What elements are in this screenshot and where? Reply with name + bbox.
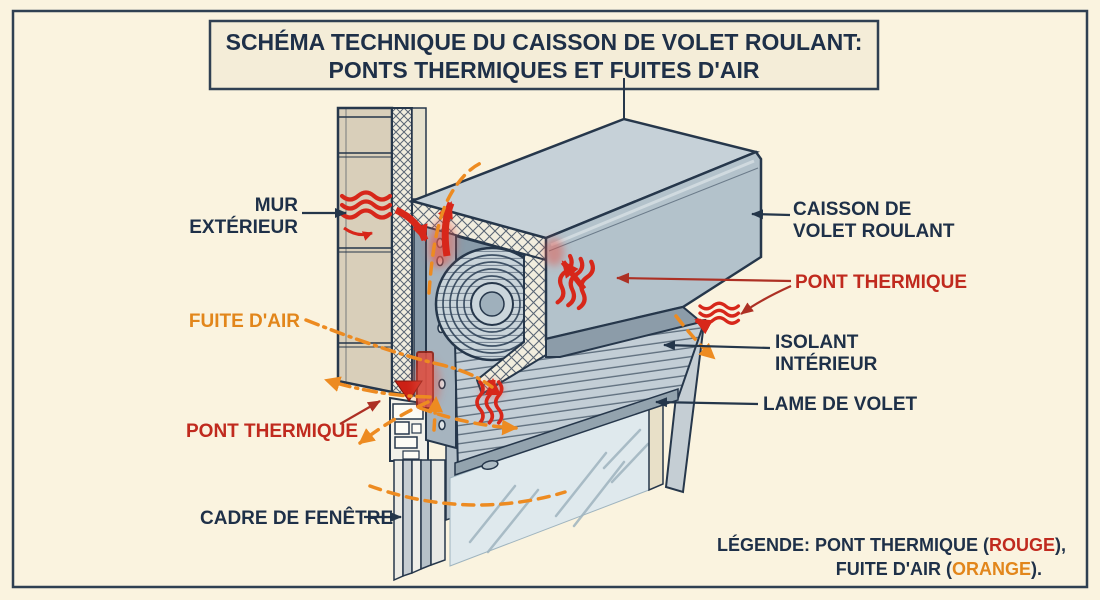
air-leak-arrow — [674, 314, 716, 360]
label-isolant-l2: INTÉRIEUR — [775, 353, 878, 375]
page-title-line1: SCHÉMA TECHNIQUE DU CAISSON DE VOLET ROU… — [226, 28, 863, 55]
heat-arrow — [343, 226, 373, 241]
label-fuite-dair: FUITE D'AIR — [189, 311, 300, 332]
thermal-arrows — [343, 201, 713, 395]
label-lame-de-volet: LAME DE VOLET — [763, 394, 918, 415]
label-mur-exterieur-l1: MUR — [255, 195, 299, 216]
legend-line2: FUITE D'AIR (ORANGE). — [836, 559, 1042, 579]
heat-arrow — [394, 206, 429, 242]
reveal-strip — [648, 402, 664, 492]
page-border — [11, 9, 1089, 589]
air-leak-arrow — [324, 376, 432, 399]
label-pont-thermique-right: PONT THERMIQUE — [795, 272, 967, 293]
label-cadre-de-fenetre: CADRE DE FENÊTRE — [200, 507, 393, 529]
diagram-labels: MUR EXTÉRIEUR CAISSON DE VOLET ROULANT P… — [186, 195, 967, 529]
label-caisson-l1: CAISSON DE — [793, 199, 911, 220]
title-box: SCHÉMA TECHNIQUE DU CAISSON DE VOLET ROU… — [208, 19, 880, 91]
pont-thermique-connector — [616, 272, 792, 284]
interior-finish-strip — [411, 107, 427, 200]
air-leak-arrow — [358, 400, 430, 445]
exterior-wall — [336, 106, 394, 394]
label-caisson-l2: VOLET ROULANT — [793, 221, 955, 242]
isolant-connector — [663, 340, 771, 351]
heat-arrow — [694, 317, 713, 335]
caisson-connector — [751, 209, 791, 220]
air-leak-arrow — [418, 406, 518, 436]
window-frame-head — [389, 396, 429, 462]
label-mur-exterieur-l2: EXTÉRIEUR — [189, 216, 298, 238]
air-leak-arrow — [368, 484, 567, 507]
rail-handle — [481, 459, 499, 471]
pont-thermique-left-connector — [339, 400, 381, 425]
label-pont-thermique-left: PONT THERMIQUE — [186, 421, 358, 442]
legend: LÉGENDE: PONT THERMIQUE (ROUGE), FUITE D… — [717, 534, 1066, 579]
air-leak-arrow — [427, 396, 444, 432]
air-leak-arrow — [304, 318, 494, 389]
window-frame-profiles — [393, 459, 446, 582]
box-underside — [545, 305, 704, 358]
shutter-box — [408, 117, 763, 358]
legend-line1: LÉGENDE: PONT THERMIQUE (ROUGE), — [717, 534, 1066, 555]
curtain-bottom-rail — [454, 387, 679, 477]
shutter-coil — [434, 246, 550, 362]
air-leak-arrows — [304, 161, 716, 507]
pont-thermique-connector — [740, 284, 792, 315]
page-title-line2: PONTS THERMIQUES ET FUITES D'AIR — [329, 57, 760, 83]
heat-arrow — [560, 260, 587, 291]
heat-arrow — [437, 201, 455, 257]
lame-connector — [655, 397, 759, 408]
air-leak-arrow — [427, 161, 483, 295]
label-isolant-l1: ISOLANT — [775, 332, 859, 353]
label-connectors — [302, 208, 792, 522]
